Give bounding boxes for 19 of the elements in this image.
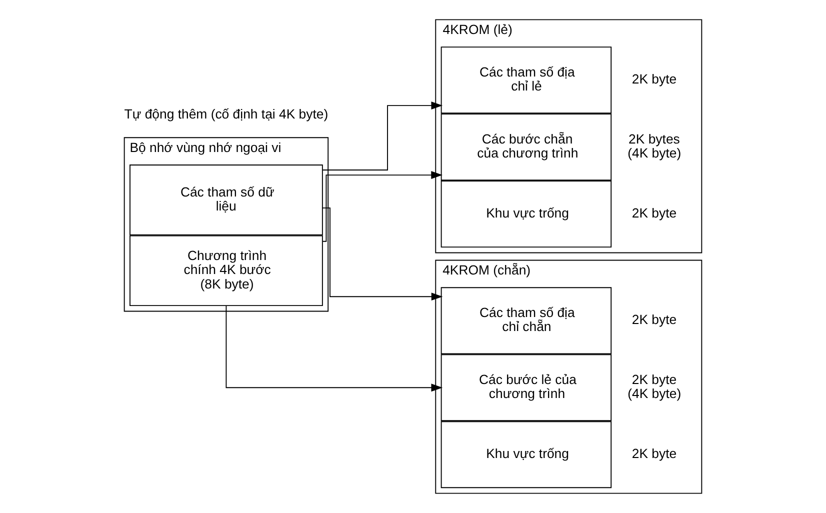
- arrow: [226, 305, 443, 392]
- node-box: Chương trình chính 4K bước (8K byte): [130, 235, 323, 306]
- node-box: Khu vực trống: [440, 421, 612, 488]
- arrow: [322, 207, 443, 301]
- arrow: [322, 102, 443, 170]
- node-box: Các bước chẵn của chương trình: [440, 114, 612, 181]
- node-label: 2K byte: [632, 72, 677, 87]
- node-label: 2K byte: [632, 446, 677, 462]
- node-box: Khu vực trống: [440, 180, 612, 248]
- node-box: Các tham số địa chỉ chẵn: [440, 287, 612, 354]
- node-label: 2K byte: [632, 312, 677, 328]
- node-box: Các tham số địa chỉ lẻ: [440, 46, 612, 114]
- node-box: Các tham số dữ liệu: [130, 164, 323, 236]
- node-label: 2K byte: [632, 206, 677, 221]
- node-label: 2K bytes (4K byte): [628, 131, 682, 161]
- node-box: Các bước lẻ của chương trình: [440, 354, 612, 422]
- arrow: [322, 171, 442, 242]
- node-label: 2K byte (4K byte): [628, 372, 682, 402]
- label: Tự động thêm (cố định tại 4K byte): [124, 106, 328, 122]
